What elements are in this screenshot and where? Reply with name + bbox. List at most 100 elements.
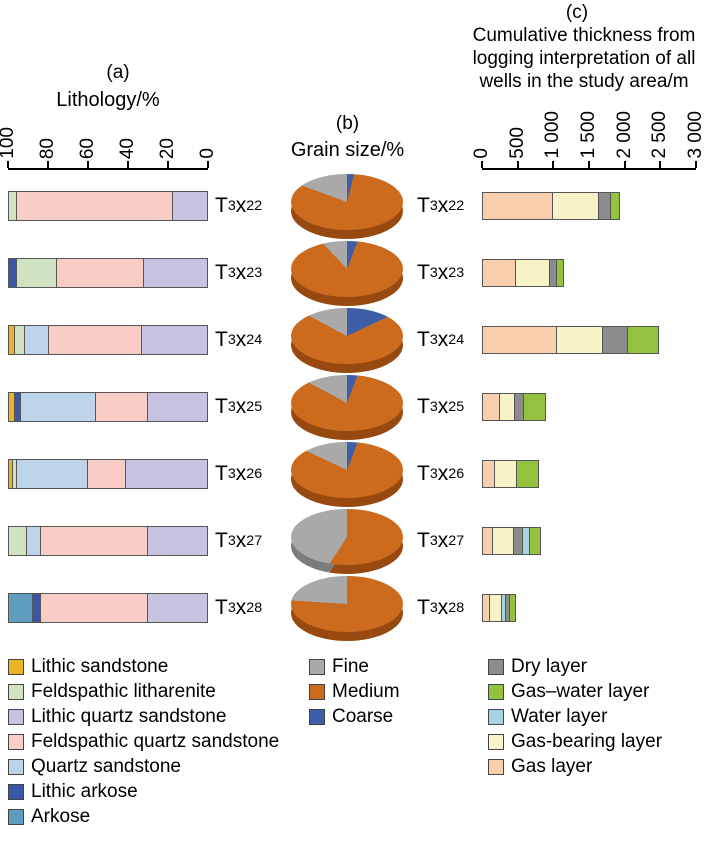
thickness-stacked-bar xyxy=(482,526,542,555)
panel-c-bars xyxy=(482,172,696,641)
panel-b-title: Grain size/% xyxy=(290,139,405,161)
segment-feldspathic_litharenite xyxy=(16,258,57,287)
pie-top xyxy=(291,442,403,498)
segment-quartz_sandstone xyxy=(16,459,89,488)
lithology-stacked-bar xyxy=(8,324,208,355)
thickness-stacked-bar xyxy=(482,258,565,287)
segment-lithic_quartz_sandstone xyxy=(147,593,207,622)
segment-water xyxy=(522,527,530,554)
segment-gas_water xyxy=(610,192,619,219)
segment-lithic_quartz_sandstone xyxy=(147,392,207,421)
thickness-row xyxy=(482,172,696,239)
panel-c-tag: (c) xyxy=(565,2,589,23)
gas_bearing-legend-swatch xyxy=(488,733,504,750)
segment-lithic_quartz_sandstone xyxy=(125,459,207,488)
axis-tick-label: 40 xyxy=(117,137,138,159)
segment-feldspathic_quartz_sandstone xyxy=(56,258,144,287)
feldspathic_quartz_sandstone-legend-swatch xyxy=(8,733,24,750)
segment-feldspathic_quartz_sandstone xyxy=(48,325,142,354)
lithology-row xyxy=(8,239,208,306)
segment-feldspathic_litharenite xyxy=(12,459,17,488)
segment-feldspathic_litharenite xyxy=(9,191,17,220)
segment-gas xyxy=(483,460,495,487)
segment-feldspathic_quartz_sandstone xyxy=(16,191,174,220)
pie-top xyxy=(291,308,403,364)
axis-tick xyxy=(588,161,590,168)
quartz_sandstone-legend-swatch xyxy=(8,758,24,775)
legend-label: Feldspathic litharenite xyxy=(31,680,216,702)
axis-tick xyxy=(552,161,555,168)
grain-size-pie-row xyxy=(288,306,406,373)
segment-gas xyxy=(483,259,517,286)
pie-top xyxy=(291,241,403,297)
legend-item: Arkose xyxy=(8,804,279,829)
lithology-stacked-bar xyxy=(8,592,208,623)
axis-tick xyxy=(167,161,169,168)
legend-label: Gas–water layer xyxy=(511,680,650,702)
legend-label: Medium xyxy=(332,680,400,702)
segment-feldspathic_litharenite xyxy=(14,325,25,354)
segment-dry xyxy=(602,326,628,353)
lithic_arkose-legend-swatch xyxy=(8,783,24,800)
feldspathic_litharenite-legend-swatch xyxy=(8,683,24,700)
panel-b-tag: (b) xyxy=(335,113,360,134)
legend-item: Medium xyxy=(309,679,400,704)
segment-dry xyxy=(506,594,511,621)
legend-item: Gas layer xyxy=(488,754,662,779)
panel-c-title-line-1: Cumulative thickness from xyxy=(472,25,696,46)
legend-item: Gas-bearing layer xyxy=(488,729,662,754)
segment-feldspathic_litharenite xyxy=(9,526,27,555)
lithology-stacked-bar xyxy=(8,525,208,556)
segment-lithic_arkose xyxy=(32,593,41,622)
panel-a-title: Lithology/% xyxy=(56,89,160,111)
axis-tick-label: 500 xyxy=(506,127,528,159)
segment-lithic_arkose xyxy=(9,258,17,287)
segment-gas xyxy=(483,393,501,420)
segment-feldspathic_quartz_sandstone xyxy=(96,392,148,421)
segment-feldspathic_quartz_sandstone xyxy=(40,593,148,622)
axis-tick-label: 20 xyxy=(157,137,178,159)
thickness-row xyxy=(482,574,696,641)
lithology-stacked-bar xyxy=(8,391,208,422)
legend-item: Feldspathic litharenite xyxy=(8,679,279,704)
legend-item: Lithic sandstone xyxy=(8,654,279,679)
lithology-row xyxy=(8,373,208,440)
legend-label: Lithic arkose xyxy=(31,780,138,802)
axis-tick xyxy=(659,161,662,168)
thickness-stacked-bar xyxy=(482,459,540,488)
axis-tick xyxy=(516,161,519,168)
segment-gas_water xyxy=(529,527,541,554)
axis-tick xyxy=(695,161,697,168)
segment-gas_bearing xyxy=(557,326,603,353)
lithology-stacked-bar xyxy=(8,458,208,489)
gas-legend-swatch xyxy=(488,758,504,775)
segment-gas_bearing xyxy=(489,594,502,621)
lithology-row xyxy=(8,440,208,507)
legend-label: Lithic quartz sandstone xyxy=(31,705,227,727)
legend-label: Gas-bearing layer xyxy=(511,730,663,752)
segment-gas xyxy=(483,527,494,554)
lithology-row xyxy=(8,306,208,373)
axis-tick xyxy=(47,161,49,168)
lithology-row xyxy=(8,507,208,574)
segment-lithic_quartz_sandstone xyxy=(173,191,207,220)
grain-size-pie xyxy=(291,308,403,374)
grain-size-pie-row xyxy=(288,440,406,507)
legend-item: Water layer xyxy=(488,704,662,729)
thickness-row xyxy=(482,306,696,373)
segment-lithic_sandstone xyxy=(9,325,15,354)
legend-item: Gas–water layer xyxy=(488,679,662,704)
legend-item: Lithic quartz sandstone xyxy=(8,704,279,729)
axis-tick-label: 1 000 xyxy=(542,111,564,159)
axis-tick-label: 60 xyxy=(77,137,98,159)
pie-top xyxy=(291,375,403,431)
